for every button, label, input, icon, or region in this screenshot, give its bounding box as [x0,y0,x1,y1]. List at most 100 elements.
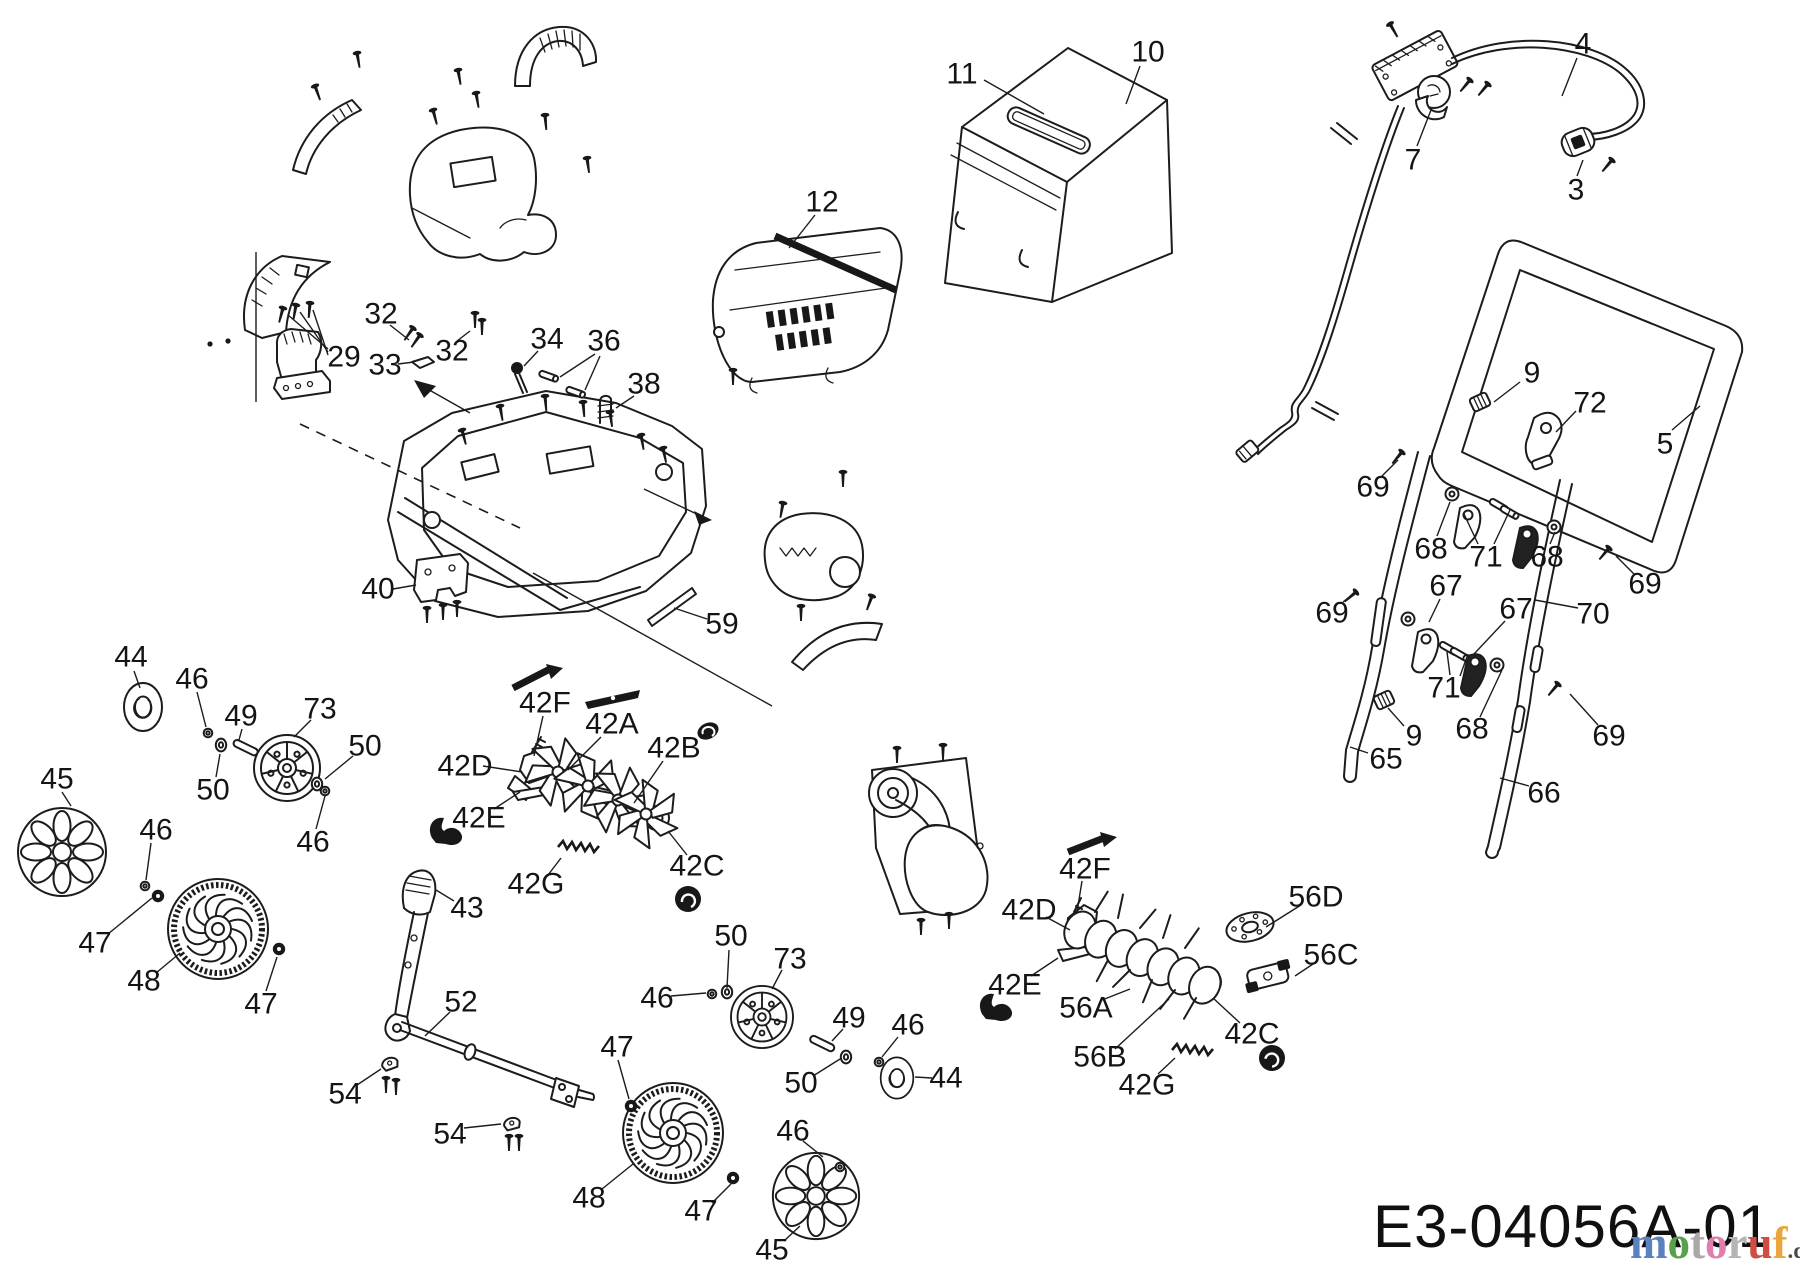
leader-line [1459,653,1469,677]
part-label: 47 [684,1195,717,1228]
leader-line [1615,555,1635,575]
hubcap-45-drawing [17,807,107,897]
part-label: 67 [1499,593,1532,626]
cable-clip-3-drawing [1560,126,1596,158]
leader-line [196,691,207,728]
part-label: 56C [1303,939,1358,972]
part-label: 68 [1455,713,1488,746]
part-label: 50 [714,920,747,953]
leader-line [1157,1057,1176,1075]
leader-line [1473,620,1506,655]
part-label: 44 [929,1062,962,1095]
part-label: 36 [587,325,620,358]
leader-line [1493,509,1511,545]
leader-line [61,791,72,807]
grass-catcher-drawing [944,47,1173,303]
bearing-support-cover-drawing [763,512,864,602]
part-label: 56D [1288,881,1343,914]
top-grip-handle-drawing [514,25,598,87]
leader-line [315,795,326,830]
cable-guide-40-drawing [413,553,469,603]
deflector-flap-12-drawing [711,227,903,394]
switch-assembly-7-drawing [1371,29,1459,121]
leader-line [1499,777,1530,787]
leader-line [523,350,539,367]
part-label: 69 [1315,597,1348,630]
leader-line [265,956,278,992]
part-label: 42G [508,868,565,901]
part-label: 29 [327,341,360,374]
bar-59-drawing [647,587,697,627]
part-label: 66 [1527,777,1560,810]
part-label: 11 [946,58,977,91]
part-label: 9 [1524,357,1541,390]
part-label: 33 [368,349,401,382]
leader-line [107,897,153,935]
leader-line [1381,459,1399,477]
disc-56D-drawing [1225,911,1275,943]
leader-line [1387,707,1405,727]
leader-line [215,753,221,778]
part-label: 56B [1073,1041,1126,1074]
part-label: 42D [1001,894,1056,927]
part-label: 69 [1356,471,1389,504]
part-label: 70 [1576,598,1609,631]
part-label: 42E [988,969,1041,1002]
leader-line [617,1059,630,1100]
wheel-73-drawing [730,985,794,1049]
leader-line [1463,513,1479,545]
leader-line [1549,531,1556,545]
part-label: 54 [328,1078,361,1111]
part-label: 49 [832,1002,865,1035]
leader-line [1446,651,1451,676]
part-label: 71 [1469,541,1502,574]
part-label: 47 [600,1031,633,1064]
washer-68-drawing [1400,611,1416,627]
leader-line [1265,904,1302,928]
part-label: 44 [114,641,147,674]
leader-lines [61,57,1701,1242]
handle-clamp-levers-drawing [1411,504,1539,698]
hub-ring-44-drawing [879,1056,915,1100]
leader-line [324,755,354,780]
threaded-rod-42F-right-drawing [1066,832,1117,856]
leader-line [1349,746,1369,754]
leader-line [831,1028,844,1042]
leader-line [435,889,455,902]
top-trim-strip-drawing [292,99,362,175]
part-label: 48 [127,965,160,998]
cable-4-drawing [1451,39,1646,141]
leader-line [1436,501,1451,537]
leader-line [881,1036,899,1058]
leader-line [145,842,152,881]
part-label: 49 [224,700,257,733]
deck-housing-drawing [299,380,773,707]
part-label: 42D [437,750,492,783]
power-cord-drawing [1235,105,1405,463]
upper-handle-5-drawing [1430,239,1744,574]
leader-line [783,1225,801,1242]
part-label: 12 [805,186,838,219]
leader-line [547,857,562,876]
part-label: 56A [1059,992,1112,1025]
lower-handle-tubes-drawing [1343,451,1573,859]
part-label: 40 [361,573,394,606]
leader-line [424,1011,451,1037]
leader-line [533,715,544,757]
bearing-56C-drawing [1245,959,1291,994]
part-label: 50 [784,1067,817,1100]
part-label: 69 [1592,720,1625,753]
leader-line [802,1140,824,1158]
part-label: 4 [1575,28,1592,61]
leader-line [788,214,816,249]
diagram-code: E3-04056A-01 [1373,1193,1772,1260]
leader-line [983,79,1045,115]
leader-line [389,324,410,341]
generated-part-drawings [17,682,1222,1241]
part-label: 38 [627,368,660,401]
part-label: 46 [175,663,208,696]
washer-68-drawing [1444,486,1460,502]
part-label: 68 [1530,541,1563,574]
part-label: 5 [1657,428,1674,461]
leader-line [238,728,243,741]
